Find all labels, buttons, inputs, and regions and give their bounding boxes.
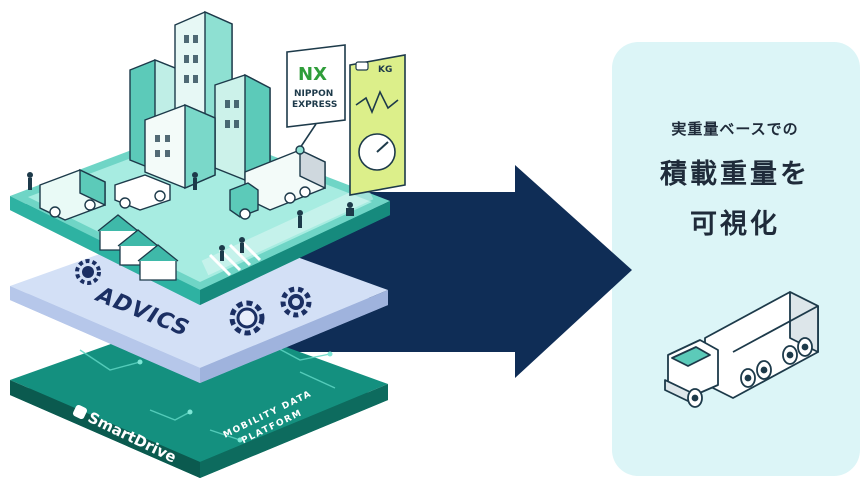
city-layer: NX NIPPON EXPRESS KG bbox=[10, 10, 406, 305]
nippon-express-sign: NX NIPPON EXPRESS bbox=[286, 44, 346, 155]
food-truck bbox=[39, 168, 106, 221]
callout-title-line-1: 積載重量を bbox=[660, 159, 810, 190]
gear-icon bbox=[280, 286, 312, 318]
kg-label: KG bbox=[378, 65, 392, 75]
nx-logo: NX bbox=[298, 64, 327, 85]
smartdrive-platform-layer: SmartDrive MOBILITY DATA PLATFORM bbox=[10, 314, 388, 478]
house-row bbox=[97, 214, 179, 281]
waveform-icon bbox=[355, 90, 399, 115]
express-label: EXPRESS bbox=[292, 100, 337, 110]
smartdrive-logo-icon bbox=[72, 404, 88, 420]
weight-gauge-panel: KG bbox=[349, 54, 406, 196]
callout-title-line-2: 可視化 bbox=[690, 209, 780, 240]
gear-icon bbox=[75, 259, 101, 285]
nippon-label: NIPPON bbox=[294, 89, 333, 99]
building-cluster bbox=[129, 10, 271, 190]
callout-subtitle: 実重量ベースでの bbox=[671, 120, 799, 138]
suv-car bbox=[114, 174, 171, 211]
result-callout bbox=[612, 42, 860, 476]
truck-icon bbox=[664, 291, 819, 408]
pedestrians bbox=[27, 172, 354, 261]
gear-icon bbox=[229, 300, 265, 336]
